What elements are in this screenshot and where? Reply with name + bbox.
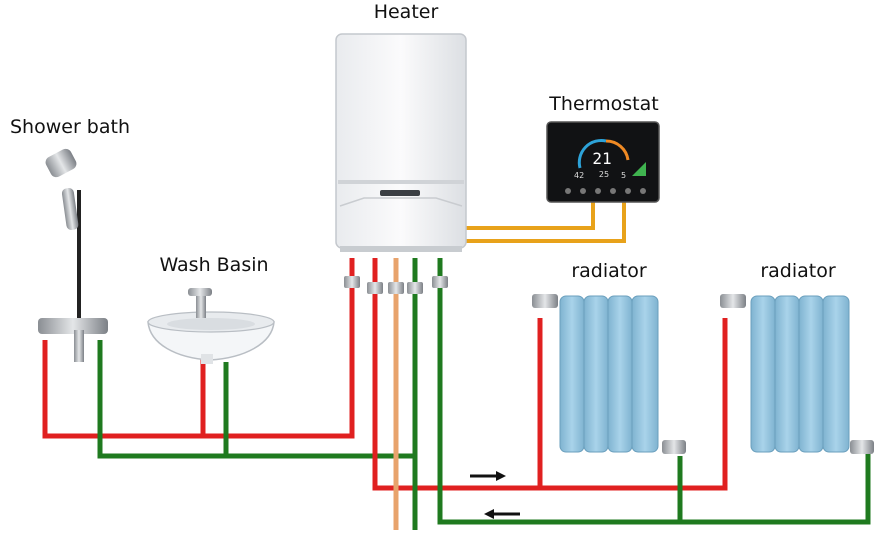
heater-valve-3 <box>388 282 404 294</box>
label-basin: Wash Basin <box>159 254 268 276</box>
flow-arrow-left <box>484 509 520 519</box>
radiator-1-valve-bottom <box>662 440 686 454</box>
radiator-2-valve-top <box>720 294 746 308</box>
heater-valve-2 <box>367 282 383 294</box>
radiator-2 <box>720 294 874 454</box>
heater-boiler <box>335 33 467 294</box>
heater-valve-5 <box>432 276 448 288</box>
cold-pipe-fixtures <box>97 340 415 459</box>
label-radiator-1: radiator <box>571 260 647 282</box>
cold-pipe-radiators <box>437 258 871 525</box>
flow-arrow-right <box>470 471 506 481</box>
radiator-1-valve-top <box>532 294 558 308</box>
thermostat-wire-1 <box>466 200 595 230</box>
thermostat-device: 21 25 42 5 <box>546 121 660 203</box>
thermostat-wire-2 <box>466 200 626 243</box>
shower-fixture <box>38 148 108 362</box>
hot-pipe-radiators <box>372 258 728 491</box>
thermostat-humidity: 42 <box>574 171 584 180</box>
label-shower: Shower bath <box>10 116 130 138</box>
label-thermostat: Thermostat <box>548 93 658 115</box>
label-heater: Heater <box>374 1 439 23</box>
label-radiator-2: radiator <box>760 260 836 282</box>
hot-pipe-fixtures <box>42 258 355 439</box>
heater-valve-1 <box>344 276 360 288</box>
radiator-1 <box>532 294 686 454</box>
wash-basin <box>147 288 275 364</box>
thermostat-setpoint: 25 <box>599 170 609 179</box>
heater-valve-4 <box>407 282 423 294</box>
radiator-2-valve-bottom <box>850 440 874 454</box>
thermostat-temperature: 21 <box>592 149 611 168</box>
thermostat-value: 5 <box>621 171 626 180</box>
